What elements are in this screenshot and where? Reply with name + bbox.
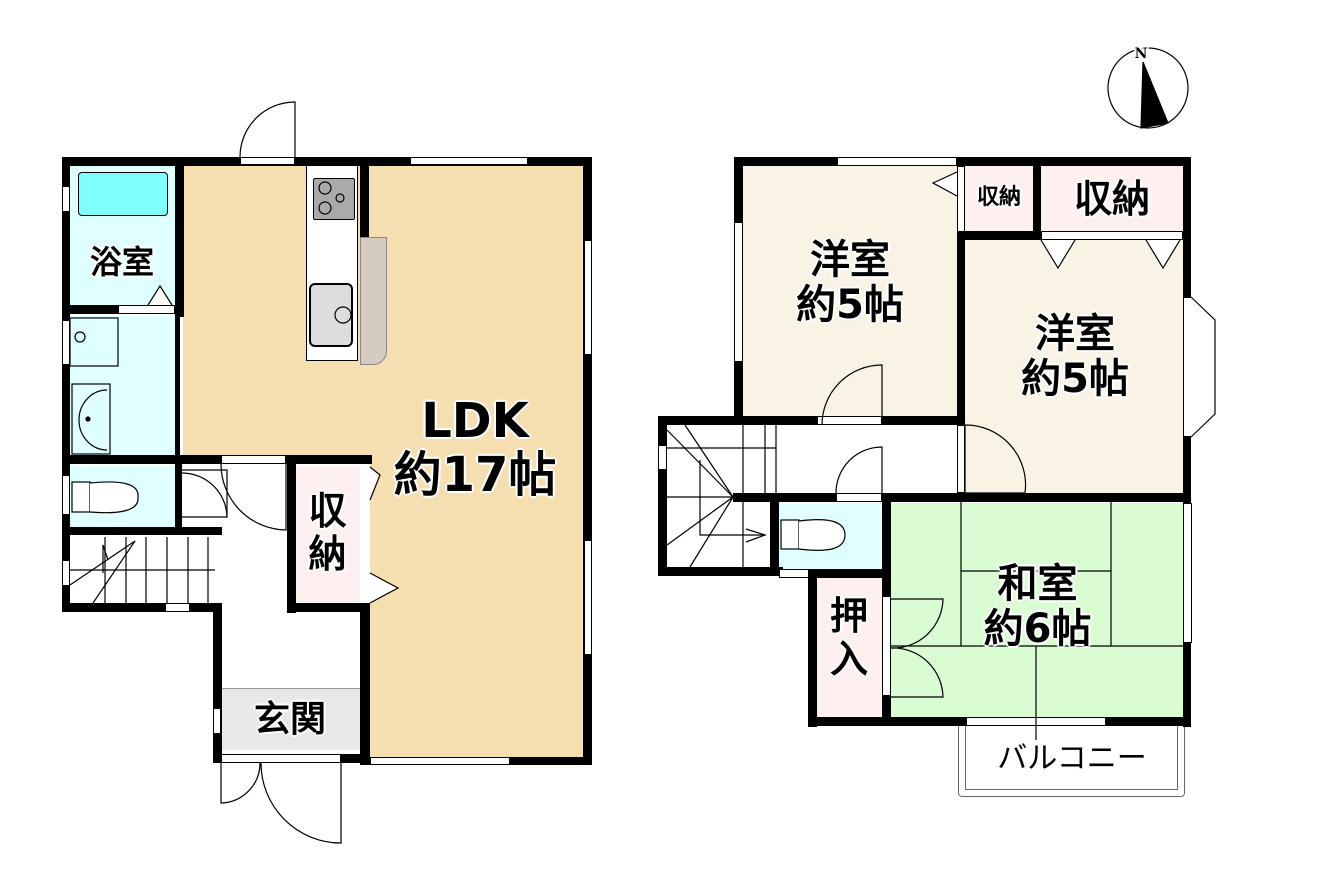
western-room-2-label: 洋室 約5帖 <box>985 312 1165 402</box>
japanese-room-size: 約6帖 <box>983 605 1092 652</box>
window <box>1183 503 1192 643</box>
toilet-1f <box>68 466 175 528</box>
balcony <box>958 725 1185 797</box>
wall <box>360 603 370 763</box>
japanese-room-label: 和室 約6帖 <box>950 562 1125 652</box>
oshiire-closet <box>816 577 882 717</box>
bar-counter <box>360 237 387 365</box>
door-opening <box>779 569 809 578</box>
wall <box>62 455 372 464</box>
window <box>734 222 743 362</box>
entrance-label: 玄関 <box>253 699 326 740</box>
window <box>62 560 70 586</box>
storage-1f <box>295 466 360 602</box>
door-opening <box>817 416 882 425</box>
wall <box>360 157 369 237</box>
entrance-tile <box>220 688 360 750</box>
window <box>213 708 221 734</box>
western-room-1-size: 約5帖 <box>796 281 904 328</box>
wall <box>1033 157 1041 239</box>
storage-small-label: 収納 <box>976 185 1021 210</box>
western-room-1-name: 洋室 <box>810 237 890 283</box>
wall <box>658 416 965 425</box>
stove-icon <box>313 178 355 220</box>
window <box>240 157 295 165</box>
wall <box>808 569 817 727</box>
door-opening <box>1041 231 1183 240</box>
door-opening <box>957 425 965 493</box>
storage-1f-char-2: 納 <box>308 531 347 576</box>
toilet-2f <box>779 503 882 569</box>
wall <box>658 567 783 576</box>
window <box>62 186 70 212</box>
bathroom-label: 浴室 <box>89 243 154 281</box>
door-opening <box>882 596 891 696</box>
door-swing-icon <box>239 101 296 158</box>
wall <box>287 455 296 613</box>
door-opening <box>221 754 341 763</box>
western-room-2-size: 約5帖 <box>1021 355 1129 402</box>
ldk-room-lower <box>370 455 585 757</box>
wall <box>62 157 70 612</box>
balcony-label: バルコニー <box>997 741 1147 776</box>
ldk-label: LDK 約17帖 <box>370 393 580 503</box>
window <box>584 240 592 355</box>
storage-large-label: 収納 <box>1073 177 1150 221</box>
wall <box>1183 157 1191 727</box>
wall <box>175 317 180 457</box>
storage-small <box>965 166 1033 231</box>
window <box>658 445 667 470</box>
sink-icon <box>309 283 353 347</box>
wall <box>733 493 1188 502</box>
door-swing-icon <box>220 762 261 804</box>
ldk-size: 約17帖 <box>393 446 557 503</box>
window <box>62 475 70 515</box>
oshiire-char-1: 押 <box>829 594 868 638</box>
bathtub <box>78 172 168 216</box>
door-opening <box>221 455 286 464</box>
storage-large <box>1040 166 1183 231</box>
window <box>370 757 510 765</box>
wall <box>175 157 184 317</box>
western-room-2-name: 洋室 <box>1035 311 1115 357</box>
door-opening <box>836 493 882 502</box>
oshiire-label: 押 入 <box>820 595 878 680</box>
storage-1f-char-1: 収 <box>308 489 347 533</box>
wall <box>658 416 667 576</box>
wall <box>62 527 222 535</box>
japanese-room-name: 和室 <box>997 561 1078 607</box>
window <box>966 717 1106 726</box>
window <box>1183 297 1192 437</box>
window <box>837 157 957 166</box>
wall <box>957 157 965 432</box>
door-opening <box>118 305 175 314</box>
wall <box>287 603 369 612</box>
wall <box>808 569 891 578</box>
wall <box>175 464 182 528</box>
western-room-1-label: 洋室 約5帖 <box>760 238 940 328</box>
window <box>410 157 528 165</box>
ldk-name: LDK <box>421 393 529 449</box>
storage-1f-label: 収 納 <box>300 490 355 575</box>
wall <box>62 157 592 166</box>
compass-north-label: N <box>1134 46 1148 62</box>
wall <box>213 603 222 763</box>
window <box>584 540 592 655</box>
window <box>62 320 70 365</box>
balcony-inner <box>965 725 1178 790</box>
door-swing-icon <box>260 762 342 844</box>
wall <box>62 603 222 612</box>
door-opening <box>957 166 965 232</box>
wall <box>770 493 779 576</box>
door-opening <box>165 603 190 612</box>
oshiire-char-2: 入 <box>829 636 868 681</box>
wall <box>583 157 592 765</box>
washroom <box>68 316 175 456</box>
